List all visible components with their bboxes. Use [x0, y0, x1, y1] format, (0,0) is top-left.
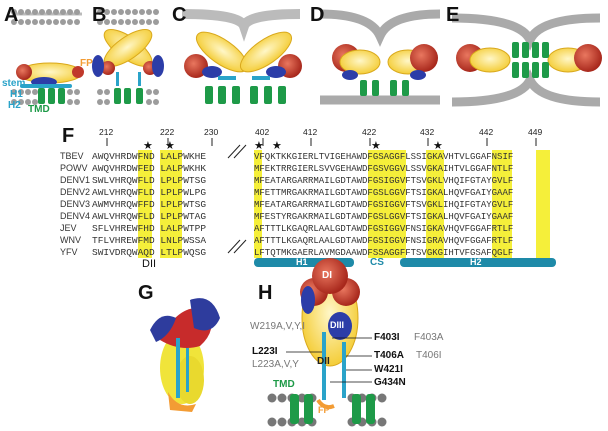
virus-name: WNV	[60, 235, 81, 245]
pos-222: 222	[160, 127, 175, 137]
tmd-label: TMD	[28, 104, 50, 115]
pos-230: 230	[204, 127, 219, 137]
pos-449: 449	[528, 127, 543, 137]
panel-label-h: H	[258, 282, 273, 304]
fp-label: FP	[80, 58, 93, 69]
h1-label: H1	[10, 89, 23, 100]
svg-text:★: ★	[165, 139, 175, 152]
h1-bar-label: H1	[296, 257, 308, 267]
panel-e-schematic	[451, 13, 602, 107]
panel-h-schematic	[267, 258, 387, 427]
tmd-h-label: TMD	[273, 379, 295, 390]
pos-402: 402	[255, 127, 270, 137]
conserved-column-highlight	[426, 150, 444, 258]
mutation-t406i: T406I	[416, 350, 442, 361]
pos-212: 212	[99, 127, 114, 137]
virus-name: DENV1	[60, 175, 91, 185]
panel-c-schematic	[181, 9, 302, 104]
mutation-l223: L223A,V,Y	[252, 359, 299, 370]
virus-name: JEV	[60, 223, 77, 233]
virus-name: DENV3	[60, 199, 91, 209]
seq-left: AWQVHRDWFED LALPWKHK	[92, 163, 207, 174]
panel-label-f: F	[62, 125, 75, 147]
panel-b-schematic	[92, 9, 164, 105]
svg-text:★: ★	[371, 139, 381, 152]
seq-right: AFTTTLKGAQRLAALGDTAWDFGSIGGVFNSIGRAVHQVF…	[254, 236, 514, 246]
seq-right: MFEATARGARRMAILGDTAWDFGSIGGVFTSVGKLIHQIF…	[254, 200, 514, 210]
conserved-column-highlight	[536, 150, 550, 258]
virus-name: TBEV	[60, 151, 84, 161]
dii-domain-label: DII	[142, 258, 157, 270]
mutation-w219: W219A,V,Y,I	[250, 321, 306, 332]
svg-text:★: ★	[272, 139, 282, 152]
seq-left: SWLVHRQWFLD LPLPWTSG	[92, 175, 207, 186]
mutation-w421i: W421I	[374, 364, 403, 375]
seq-right: MFESTYRGAKRMAILGDTAWDFGSLGGVFTSIGKALHQVF…	[254, 212, 514, 222]
mutation-t406a: T406A	[374, 350, 405, 361]
svg-text:★: ★	[143, 139, 153, 152]
panel-d-schematic	[319, 9, 441, 105]
mutation-g434n: G434N	[374, 377, 406, 388]
seq-right: AFTTTLKGAQRLAALGDTAWDFGSIGGVFNSIGKAVHQVF…	[254, 224, 514, 234]
panel-g-structure	[150, 298, 220, 412]
fp-h-label: FP	[318, 405, 330, 415]
panel-label-d: D	[310, 4, 325, 26]
diii-label: DIII	[330, 320, 345, 330]
seq-right: LFTQTMKGAERLAVMGDAAWDFSSAGGFFTSVGKGIHTVF…	[254, 248, 514, 258]
seq-left: AWLVHRQWFLD LPLPWTAG	[92, 211, 207, 222]
virus-name: DENV2	[60, 187, 91, 197]
mutation-l223i: L223I	[252, 346, 278, 357]
virus-name: DENV4	[60, 211, 91, 221]
panel-label-g: G	[138, 282, 154, 304]
seq-right: MFEATARGARRMAILGDTAWDFGSIGGVFTSVGKLVHQIF…	[254, 176, 514, 186]
svg-text:★: ★	[254, 139, 264, 152]
panel-label-c: C	[172, 4, 187, 26]
seq-left: SWIVDRQWAQD LTLPWQSG	[92, 247, 207, 258]
cs-label: CS	[370, 257, 384, 268]
pos-422: 422	[362, 127, 377, 137]
mutation-f403i: F403I	[374, 332, 400, 343]
seq-left: SFLVHREWFHD LALPWTPP	[92, 223, 207, 234]
mutation-f403a: F403A	[414, 332, 444, 343]
virus-name: YFV	[60, 247, 78, 257]
h2-label: H2	[8, 100, 21, 111]
panel-f-artwork	[106, 138, 537, 254]
pos-412: 412	[303, 127, 318, 137]
pos-442: 442	[479, 127, 494, 137]
h2-bar-label: H2	[470, 257, 482, 267]
panel-label-a: A	[4, 4, 19, 26]
seq-left: AWMVHRQWFFD LPLPWTSG	[92, 199, 207, 210]
pos-432: 432	[420, 127, 435, 137]
panel-label-e: E	[446, 4, 460, 26]
seq-left: AWQVHRDWFND LALPWKHE	[92, 151, 207, 162]
stem-label: stem	[2, 78, 26, 89]
svg-text:★: ★	[433, 139, 443, 152]
seq-left: TFLVHREWFMD LNLPWSSA	[92, 235, 207, 246]
conserved-column-highlight	[160, 150, 182, 258]
seq-left: AWLVHRQWFLD LPLPWLPG	[92, 187, 207, 198]
conserved-column-highlight	[368, 150, 406, 258]
seq-right: MFETTMRGAKRMAILGDTAWDFGSLGGVFTSIGKALHQVF…	[254, 188, 514, 198]
conserved-column-highlight	[254, 150, 262, 258]
di-label: DI	[322, 270, 332, 281]
membrane-top-a	[11, 9, 82, 25]
dii-label: DII	[317, 356, 330, 367]
virus-name: POWV	[60, 163, 88, 173]
conserved-column-highlight	[492, 150, 512, 258]
seq-right: VFQKTKKGIERLTVIGEHAWDFGSAGGFLSSIGKAVHTVL…	[254, 152, 514, 162]
conserved-column-highlight	[138, 150, 152, 258]
panel-a-schematic	[11, 9, 84, 105]
panel-f-stars: ★ ★ ★ ★ ★ ★	[143, 139, 443, 152]
panel-label-b: B	[92, 4, 107, 26]
seq-right: MFEKTRRGIERLSVVGEHAWDFGSVGGVLSSVGKAIHTVL…	[254, 164, 514, 174]
